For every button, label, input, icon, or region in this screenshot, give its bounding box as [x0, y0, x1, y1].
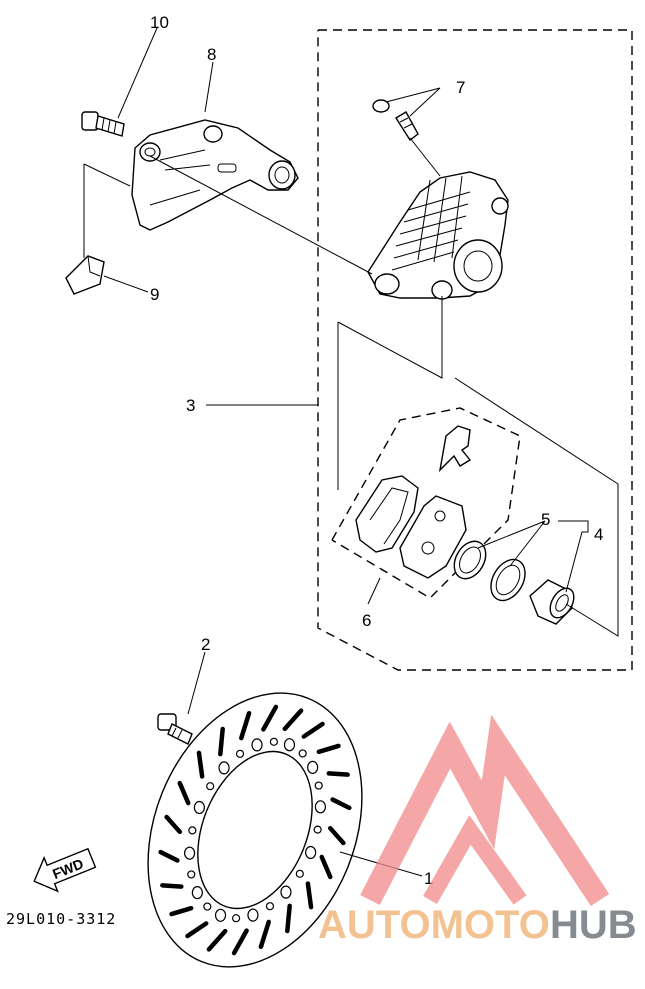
disc-hole — [314, 800, 327, 814]
brake-disc — [147, 692, 363, 968]
pad-clip — [65, 255, 105, 295]
disc-hole — [295, 869, 304, 878]
disc-slot — [301, 721, 325, 739]
disc-slot — [239, 710, 252, 741]
disc-bolt — [157, 713, 193, 745]
leader-lines — [83, 27, 619, 877]
disc-slot — [169, 905, 194, 917]
disc-hole — [283, 738, 296, 752]
disc-hole — [314, 781, 323, 790]
disc-hole — [235, 749, 245, 758]
disc-slot — [316, 743, 341, 755]
disc-slot — [327, 825, 346, 846]
pad-spring — [438, 425, 472, 473]
disc-slot — [164, 814, 183, 835]
caliper-piston — [529, 579, 575, 625]
disc-slot — [285, 903, 292, 934]
disc-hole — [247, 908, 259, 922]
callout-10: 10 — [150, 13, 169, 32]
watermark-text-hub: HUB — [550, 903, 637, 947]
disc-slot — [196, 750, 205, 779]
watermark-logo-icon — [360, 714, 610, 907]
disc-hole — [183, 846, 196, 860]
piston-seal-2 — [490, 558, 526, 602]
callout-6: 6 — [362, 611, 371, 630]
disc-hole — [313, 825, 322, 834]
caliper-bracket — [131, 119, 299, 231]
disc-slot — [158, 849, 180, 863]
watermark-text-automoto: AUTOMOTO — [318, 903, 550, 947]
disc-hole — [305, 845, 317, 860]
disc-slot — [206, 928, 228, 952]
disc-hole — [191, 886, 203, 900]
disc-hole — [232, 914, 241, 923]
forward-arrow-icon: FWD — [33, 847, 97, 893]
disc-slot — [258, 919, 271, 950]
disc-slot — [160, 883, 184, 889]
disc-hole — [251, 738, 263, 752]
disc-hole — [206, 782, 215, 791]
disc-slot — [185, 921, 209, 939]
disc-hole — [298, 749, 307, 758]
brake-pad-inner — [399, 495, 467, 579]
brake-pad-outer — [355, 475, 419, 553]
part-code: 29L010-3312 — [6, 910, 116, 928]
disc-hole — [307, 760, 319, 774]
disc-slot — [305, 881, 314, 910]
disc-hole — [218, 761, 230, 775]
callout-4: 4 — [594, 525, 603, 544]
bracket-bolt — [81, 111, 125, 137]
callout-3: 3 — [186, 396, 195, 415]
disc-hole — [214, 908, 227, 922]
disc-slot — [319, 854, 333, 880]
caliper-body — [367, 171, 509, 300]
disc-hole — [265, 902, 275, 911]
callout-9: 9 — [150, 285, 159, 304]
callout-5: 5 — [541, 510, 550, 529]
bleed-screw — [372, 99, 419, 142]
disc-hole — [280, 885, 292, 899]
disc-hole — [187, 870, 196, 879]
disc-slot — [330, 797, 352, 811]
disc-slot — [218, 726, 225, 757]
disc-slot — [231, 928, 249, 956]
pad-set-boundary — [331, 407, 521, 599]
callout-8: 8 — [207, 45, 216, 64]
callout-2: 2 — [201, 635, 210, 654]
disc-slot — [326, 771, 350, 777]
disc-hole — [188, 826, 197, 835]
callout-1: 1 — [424, 869, 433, 888]
disc-hole — [203, 902, 212, 911]
disc-slot — [261, 704, 279, 732]
piston-seal-1 — [453, 540, 487, 580]
caliper-group-boundary — [317, 29, 633, 671]
disc-slot — [177, 780, 191, 806]
disc-slot — [282, 708, 304, 732]
callout-7: 7 — [456, 78, 465, 97]
disc-hole — [193, 800, 205, 815]
disc-hole — [269, 737, 278, 746]
